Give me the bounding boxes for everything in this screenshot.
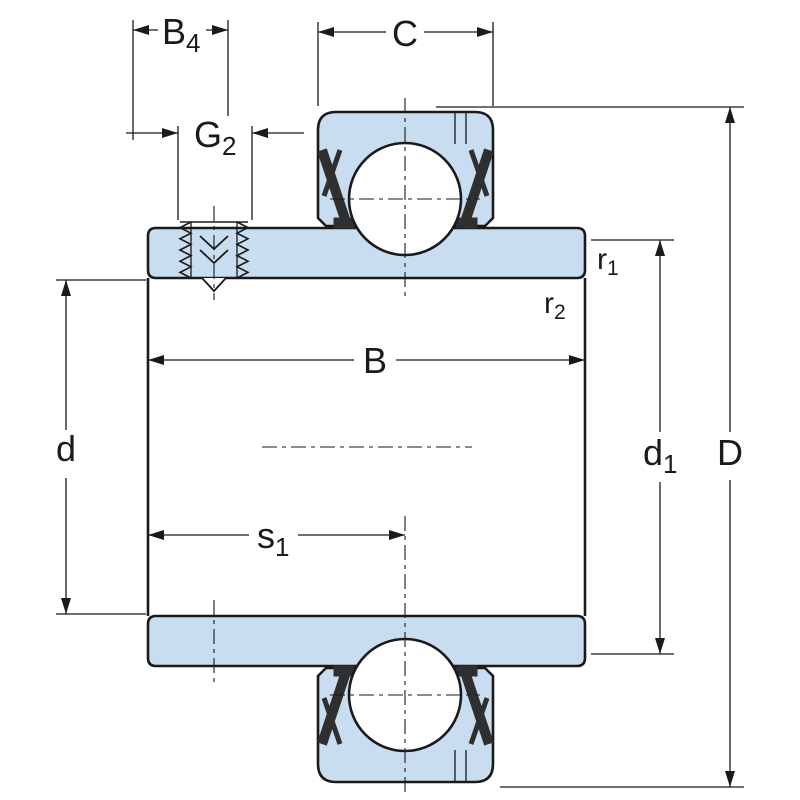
dimension-s1: s1 [148,515,405,562]
label-b4: B4 [162,11,200,58]
dimension-c: C [317,13,494,106]
label-dd: D [717,432,743,473]
dimension-b4: B4 [132,11,229,140]
inner-ring-top-band [146,226,587,280]
label-r1: r1 [597,243,619,280]
socket-chevron-2 [199,249,229,265]
dimension-g2: G2 [126,114,304,220]
label-g2: G2 [194,114,236,161]
thread-left-zigzag [178,221,193,279]
outer-ring-bottom-groove [454,750,467,781]
thread-right-zigzag [235,221,250,279]
label-d: d [56,428,76,469]
outer-ring-top-groove [454,113,467,144]
label-c: C [392,13,418,54]
seal-bottom-left [317,665,355,746]
dimension-dd: D [436,106,744,788]
seal-top-right [456,148,494,229]
dimension-d: d [56,279,146,615]
dimension-b: B [148,340,585,381]
label-s1: s1 [257,515,289,562]
label-r2: r2 [544,287,566,324]
label-d1: d1 [643,432,678,479]
inner-ring-bottom-band [146,614,587,668]
seal-bottom-right [456,665,494,746]
label-b: B [363,340,387,381]
dimension-d1: d1 [591,239,678,655]
